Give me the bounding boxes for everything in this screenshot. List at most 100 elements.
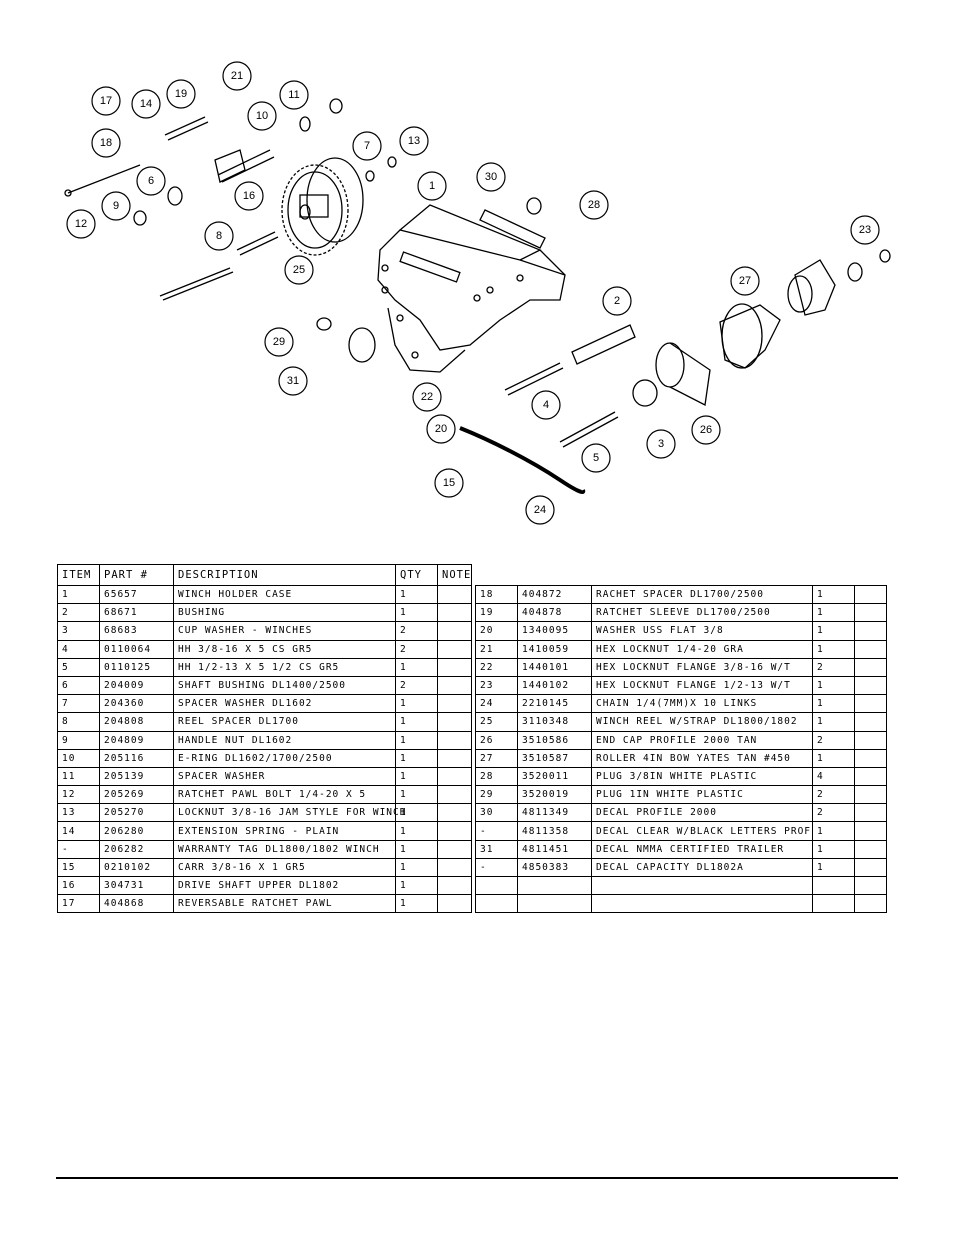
table-cell: 4811349 [517,803,592,823]
table-cell: 1 [812,639,855,659]
table-cell [437,785,472,805]
table-cell: 1 [395,875,438,896]
table-cell [854,639,887,659]
exploded-parts-diagram: 1234567891011121314151617181920212223242… [64,61,891,525]
table-cell: 1 [812,839,855,859]
table-cell: SPACER WASHER DL1602 [173,694,396,714]
table-cell: 205270 [99,803,174,823]
table-cell: DRIVE SHAFT UPPER DL1802 [173,875,396,896]
table-cell: 23 [475,675,518,696]
table-cell: 24 [475,694,518,714]
callout-label: 11 [288,89,299,101]
table-cell: 2 [812,730,855,750]
table-cell [854,694,887,714]
table-cell: HH 3/8-16 X 5 CS GR5 [173,639,396,659]
table-cell: 205269 [99,785,174,805]
table-cell [854,621,887,641]
table-cell: 1 [395,657,438,677]
callout-label: 2 [614,295,620,307]
table-cell [854,875,887,896]
table-cell: CUP WASHER - WINCHES [173,621,396,641]
table-cell: HEX LOCKNUT FLANGE 3/8-16 W/T [591,657,813,677]
table-cell [591,894,813,914]
table-cell: 1 [812,694,855,714]
table-cell [854,603,887,623]
table-cell [517,875,592,896]
table-cell: - [475,821,518,841]
table-cell [437,766,472,787]
table-cell [475,894,518,914]
callout-label: 20 [435,423,447,435]
table-cell [854,766,887,787]
callout-label: 30 [485,171,497,183]
table-cell: PLUG 1IN WHITE PLASTIC [591,785,813,805]
table-cell: 3520019 [517,785,592,805]
table-cell: 13 [57,803,100,823]
table-cell [854,657,887,677]
table-cell: DECAL PROFILE 2000 [591,803,813,823]
table-cell: 4811358 [517,821,592,841]
table-cell [437,875,472,896]
table-cell: 68671 [99,603,174,623]
table-cell: 8 [57,712,100,732]
table-cell: 4811451 [517,839,592,859]
table-cell [812,894,855,914]
table-cell: 1 [395,694,438,714]
callout-label: 23 [859,224,871,236]
callout-label: 8 [216,230,222,242]
table-cell: 206280 [99,821,174,841]
table-cell: 10 [57,748,100,768]
table-cell: 1 [812,748,855,768]
table-cell: RATCHET SLEEVE DL1700/2500 [591,603,813,623]
table-cell: 1 [395,712,438,732]
table-cell: 2 [395,675,438,696]
table-row [475,894,887,914]
table-cell: 18 [475,584,518,605]
column-header: DESCRIPTION [173,564,396,586]
table-cell [854,839,887,859]
table-cell: 1440102 [517,675,592,696]
callout-label: 27 [739,275,751,287]
callout-label: 26 [700,424,712,436]
table-cell: WASHER USS FLAT 3/8 [591,621,813,641]
table-cell: 1 [57,584,100,605]
table-cell [437,694,472,714]
callout-label: 1 [429,180,435,192]
table-cell: 204809 [99,730,174,750]
table-cell: 5 [57,657,100,677]
table-cell [854,712,887,732]
table-cell: 7 [57,694,100,714]
table-cell: 1 [395,603,438,623]
callout-label: 13 [408,135,420,147]
winch-holder-case [377,204,566,373]
table-cell [591,875,813,896]
table-cell: 12 [57,785,100,805]
callout-label: 22 [421,391,433,403]
table-cell: 1 [812,857,855,878]
table-cell [437,675,472,696]
callout-label: 31 [287,375,299,387]
table-cell: 1 [812,584,855,605]
table-cell: BUSHING [173,603,396,623]
table-cell [437,712,472,732]
table-cell: CHAIN 1/4(7MM)X 10 LINKS [591,694,813,714]
table-cell: 22 [475,657,518,677]
callout-label: 19 [175,88,187,100]
table-cell: WARRANTY TAG DL1800/1802 WINCH [173,839,396,859]
table-cell [854,785,887,805]
table-cell: 15 [57,857,100,878]
table-cell [437,621,472,641]
